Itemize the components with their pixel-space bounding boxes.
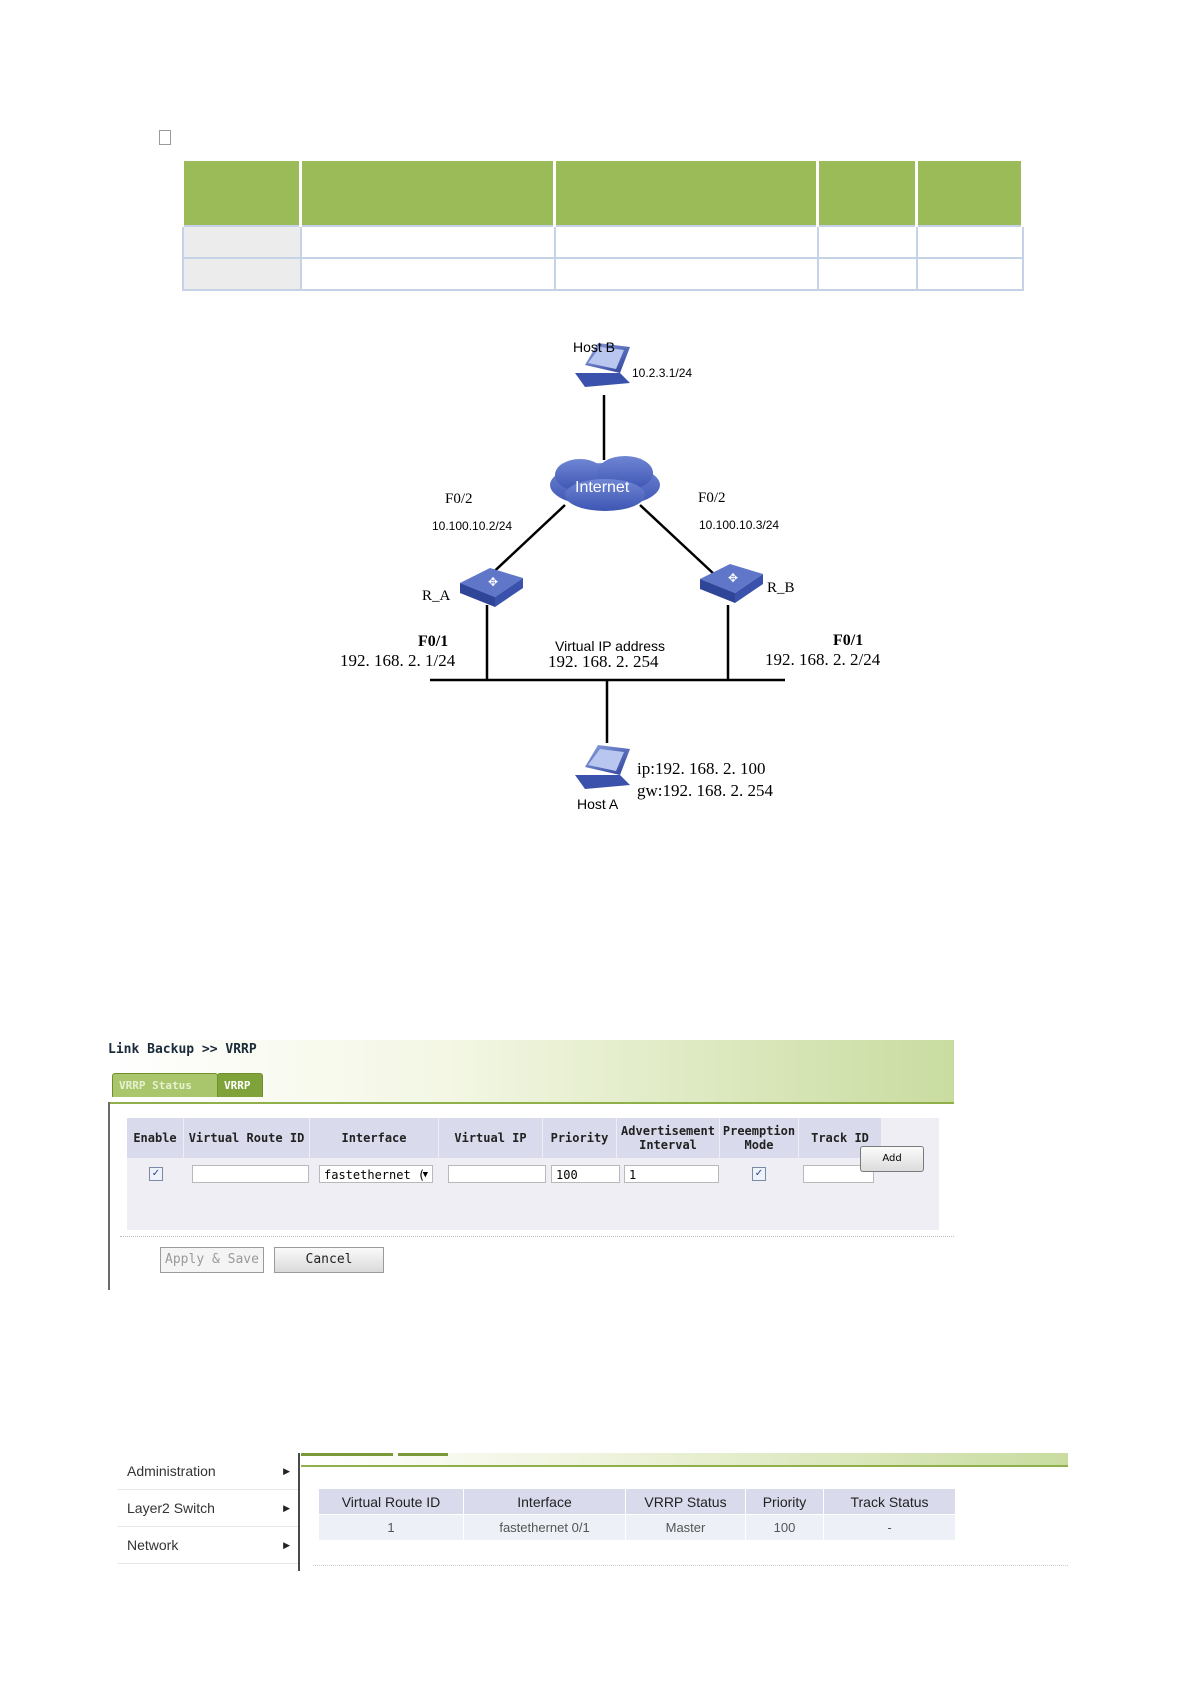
column-header-interface: Interface: [310, 1118, 438, 1158]
column-header-virtual-route-id: Virtual Route ID: [318, 1488, 464, 1515]
sidebar-item-label: Network: [127, 1537, 179, 1553]
vrrp-status-panel: Administration ▶ Layer2 Switch ▶ Network…: [118, 1453, 1068, 1573]
router-a-f01-port: F0/1: [418, 633, 448, 650]
panel-left-border: [108, 1102, 110, 1290]
tab-stub[interactable]: [301, 1453, 393, 1456]
sidebar-item-administration[interactable]: Administration ▶: [118, 1453, 298, 1490]
sidebar-item-layer2-switch[interactable]: Layer2 Switch ▶: [118, 1490, 298, 1527]
sidebar-item-label: Layer2 Switch: [127, 1500, 215, 1516]
cell-priority: 100: [745, 1514, 824, 1541]
preemption-mode-checkbox[interactable]: ✓: [752, 1167, 766, 1181]
apply-save-button[interactable]: Apply & Save: [160, 1247, 264, 1273]
virtual-ip-label: Virtual IP address: [555, 638, 665, 654]
router-b-f02-port: F0/2: [698, 490, 726, 506]
cell-interface: fastethernet 0/1: [463, 1514, 626, 1541]
column-header-track-status: Track Status: [823, 1488, 956, 1515]
header-table-row: [181, 257, 1024, 291]
checkbox-glyph: [159, 130, 171, 145]
router-a-f02-port: F0/2: [445, 491, 473, 507]
svg-text:✥: ✥: [488, 575, 498, 589]
host-b-computer-icon: [575, 343, 630, 387]
cell-virtual-route-id: 1: [318, 1514, 464, 1541]
vrrp-config-panel: Link Backup >> VRRP VRRP Status VRRP Ena…: [108, 1040, 954, 1290]
column-header-virtual-ip: Virtual IP: [439, 1118, 542, 1158]
host-a-ip: ip:192. 168. 2. 100: [637, 759, 765, 778]
divider: [313, 1565, 1068, 1566]
vrrp-grid: Enable Virtual Route ID Interface Virtua…: [127, 1118, 939, 1230]
header-table: [181, 161, 1024, 291]
vrrp-status-table: Virtual Route ID Interface VRRP Status P…: [318, 1488, 956, 1541]
column-header-priority: Priority: [543, 1118, 616, 1158]
router-b-f01-ip: 192. 168. 2. 2/24: [765, 650, 881, 669]
router-b-label: R_B: [767, 580, 795, 596]
chevron-right-icon: ▶: [283, 1540, 290, 1550]
network-diagram: Host B 10.2.3.1/24 Internet ✥ R_A F0/2 1…: [340, 339, 881, 812]
header-table-row: [181, 225, 1024, 259]
host-a-gateway: gw:192. 168. 2. 254: [637, 781, 774, 800]
add-button[interactable]: Add: [860, 1146, 924, 1172]
tab-stub[interactable]: [398, 1453, 448, 1456]
virtual-ip-value: 192. 168. 2. 254: [548, 652, 659, 671]
router-a-icon: ✥: [460, 568, 523, 607]
column-header-enable: Enable: [127, 1118, 183, 1158]
internet-label: Internet: [575, 479, 630, 496]
vrrp-header-bar: Link Backup >> VRRP VRRP Status VRRP: [108, 1040, 954, 1104]
host-a-computer-icon: [575, 745, 630, 789]
column-header-virtual-route-id: Virtual Route ID: [184, 1118, 309, 1158]
advertisement-interval-input[interactable]: 1: [624, 1165, 719, 1183]
sidebar-item-network[interactable]: Network ▶: [118, 1527, 298, 1564]
router-b-f01-port: F0/1: [833, 632, 863, 649]
enable-checkbox[interactable]: ✓: [149, 1167, 163, 1181]
virtual-ip-input[interactable]: [448, 1165, 546, 1183]
priority-input[interactable]: 100: [551, 1165, 620, 1183]
column-header-preemption-mode: Preemption Mode: [720, 1118, 798, 1158]
sidebar-item-label: Administration: [127, 1463, 216, 1479]
status-header-bar: [301, 1453, 1068, 1467]
router-a-label: R_A: [422, 588, 451, 604]
sidebar-menu: Administration ▶ Layer2 Switch ▶ Network…: [118, 1453, 298, 1564]
table-header-row: Virtual Route ID Interface VRRP Status P…: [318, 1488, 956, 1515]
host-b-label: Host B: [573, 339, 615, 355]
column-header-vrrp-status: VRRP Status: [625, 1488, 746, 1515]
chevron-right-icon: ▶: [283, 1503, 290, 1513]
router-b-icon: ✥: [700, 564, 763, 603]
internet-cloud-icon: [550, 456, 660, 511]
divider: [120, 1236, 954, 1237]
router-a-f01-ip: 192. 168. 2. 1/24: [340, 651, 456, 670]
host-b-ip: 10.2.3.1/24: [632, 366, 692, 380]
column-header-interface: Interface: [463, 1488, 626, 1515]
header-table-head-row: [181, 161, 1024, 226]
table-row: 1 fastethernet 0/1 Master 100 -: [318, 1514, 956, 1541]
chevron-right-icon: ▶: [283, 1466, 290, 1476]
cell-track-status: -: [823, 1514, 956, 1541]
host-a-label: Host A: [577, 796, 619, 812]
column-header-advertisement-interval: Advertisement Interval: [617, 1118, 719, 1158]
sidebar-divider: [298, 1453, 300, 1571]
interface-select-value: fastethernet (: [324, 1168, 426, 1182]
router-b-f02-ip: 10.100.10.3/24: [699, 518, 779, 532]
router-a-f02-ip: 10.100.10.2/24: [432, 519, 512, 533]
breadcrumb: Link Backup >> VRRP: [108, 1042, 257, 1057]
tab-vrrp-status[interactable]: VRRP Status: [112, 1073, 218, 1097]
virtual-route-id-input[interactable]: [192, 1165, 309, 1183]
chevron-down-icon: ▼: [422, 1170, 428, 1180]
interface-select[interactable]: fastethernet ( ▼: [319, 1165, 433, 1183]
cell-vrrp-status: Master: [625, 1514, 746, 1541]
tab-vrrp[interactable]: VRRP: [217, 1073, 263, 1097]
cancel-button[interactable]: Cancel: [274, 1247, 384, 1273]
column-header-priority: Priority: [745, 1488, 824, 1515]
svg-text:✥: ✥: [728, 571, 738, 585]
track-id-input[interactable]: [803, 1165, 874, 1183]
